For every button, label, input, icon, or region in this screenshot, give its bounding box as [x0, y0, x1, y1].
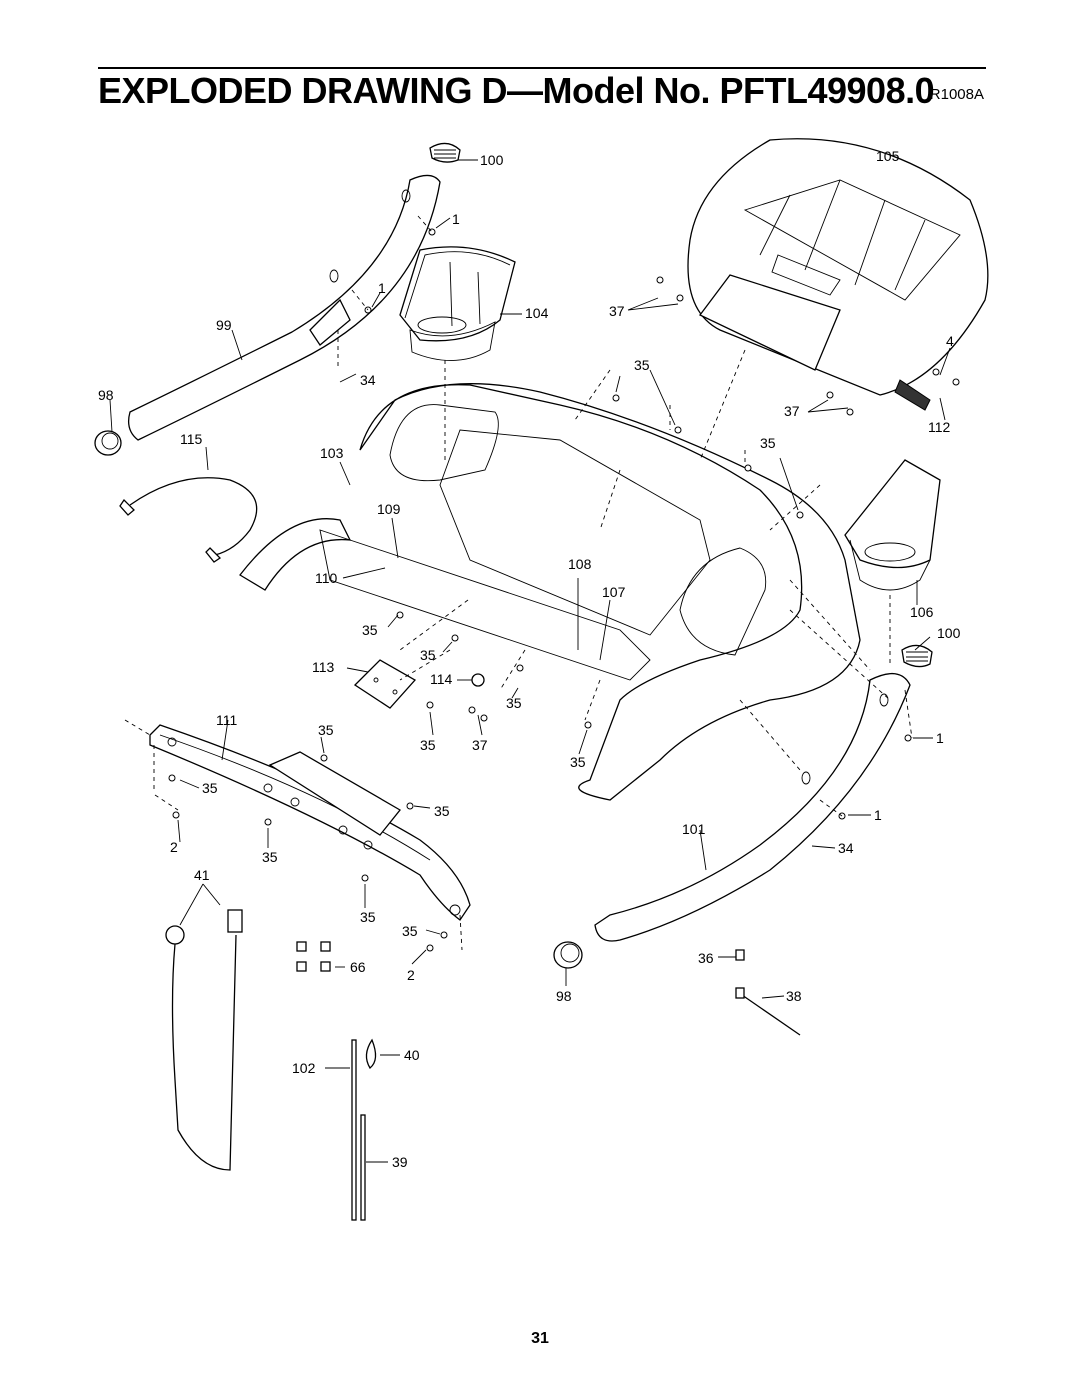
assembly-lines	[124, 215, 913, 951]
end-cap-98-right	[553, 941, 583, 969]
cup-holder-106	[844, 459, 941, 591]
callout-35-d: 35	[420, 647, 436, 663]
page-title: EXPLODED DRAWING D—Model No. PFTL49908.0	[98, 70, 935, 111]
callout-1-c: 1	[936, 730, 944, 746]
callout-100-right: 100	[937, 625, 961, 641]
cup-holder-104	[399, 246, 516, 361]
callout-34-a: 34	[360, 372, 376, 388]
callout-36: 36	[698, 950, 714, 966]
callout-35-a: 35	[634, 357, 650, 373]
ties	[351, 1038, 377, 1221]
callout-35-h: 35	[570, 754, 586, 770]
callout-1-a: 1	[452, 211, 460, 227]
right-upright	[594, 673, 911, 942]
console-105	[687, 138, 989, 411]
callout-35-m: 35	[402, 923, 418, 939]
callout-66: 66	[350, 959, 366, 975]
callout-41: 41	[194, 867, 210, 883]
callout-37-a: 37	[609, 303, 625, 319]
callout-35-i: 35	[202, 780, 218, 796]
crossbar-111	[149, 724, 471, 921]
leader-lines	[109, 159, 951, 1163]
callout-4: 4	[946, 333, 954, 349]
page-number: 31	[531, 1330, 549, 1347]
left-upright	[127, 174, 441, 441]
end-cap-100-top	[429, 142, 461, 163]
callout-1-d: 1	[874, 807, 882, 823]
callout-112: 112	[928, 419, 951, 435]
drawing-code: R1008A	[929, 86, 984, 103]
callout-111: 111	[216, 712, 237, 728]
callout-2-a: 2	[170, 839, 178, 855]
callout-103: 103	[320, 445, 344, 461]
title-rule	[98, 67, 986, 69]
callout-37-c: 37	[472, 737, 488, 753]
callout-35-k: 35	[262, 849, 278, 865]
callout-113: 113	[312, 659, 335, 675]
screws	[168, 228, 960, 952]
nuts-66	[296, 941, 331, 972]
part-callouts: 100 1 1 105 104 99 37 4 35 34 98 37 112 …	[98, 148, 961, 1170]
callout-110: 110	[315, 570, 338, 586]
callout-38: 38	[786, 988, 802, 1004]
main-frame-103	[239, 383, 861, 801]
callout-107: 107	[602, 584, 626, 600]
callout-100-top: 100	[480, 152, 504, 168]
wire-harness-115	[119, 477, 258, 563]
callout-35-e: 35	[506, 695, 522, 711]
clip-41	[165, 909, 243, 1171]
callout-35-c: 35	[362, 622, 378, 638]
callout-101: 101	[682, 821, 706, 837]
callout-35-b: 35	[760, 435, 776, 451]
bracket-113	[353, 659, 417, 709]
callout-35-g: 35	[420, 737, 436, 753]
callout-34-b: 34	[838, 840, 854, 856]
callout-104: 104	[525, 305, 549, 321]
callout-102: 102	[292, 1060, 316, 1076]
callout-39: 39	[392, 1154, 408, 1170]
callout-35-j: 35	[434, 803, 450, 819]
callout-1-b: 1	[378, 280, 386, 296]
callout-40: 40	[404, 1047, 420, 1063]
callout-98-b: 98	[556, 988, 572, 1004]
callout-115: 115	[180, 431, 203, 447]
callout-114: 114	[430, 671, 453, 687]
callout-35-f: 35	[318, 722, 334, 738]
callout-98-a: 98	[98, 387, 114, 403]
callout-106: 106	[910, 604, 934, 620]
callout-108: 108	[568, 556, 592, 572]
clip-114	[471, 673, 485, 687]
callout-105: 105	[876, 148, 900, 164]
callout-37-b: 37	[784, 403, 800, 419]
callout-109: 109	[377, 501, 401, 517]
callout-99: 99	[216, 317, 232, 333]
callout-35-l: 35	[360, 909, 376, 925]
callout-2-b: 2	[407, 967, 415, 983]
end-cap-98-left	[94, 430, 122, 456]
end-cap-100-right	[901, 644, 933, 668]
